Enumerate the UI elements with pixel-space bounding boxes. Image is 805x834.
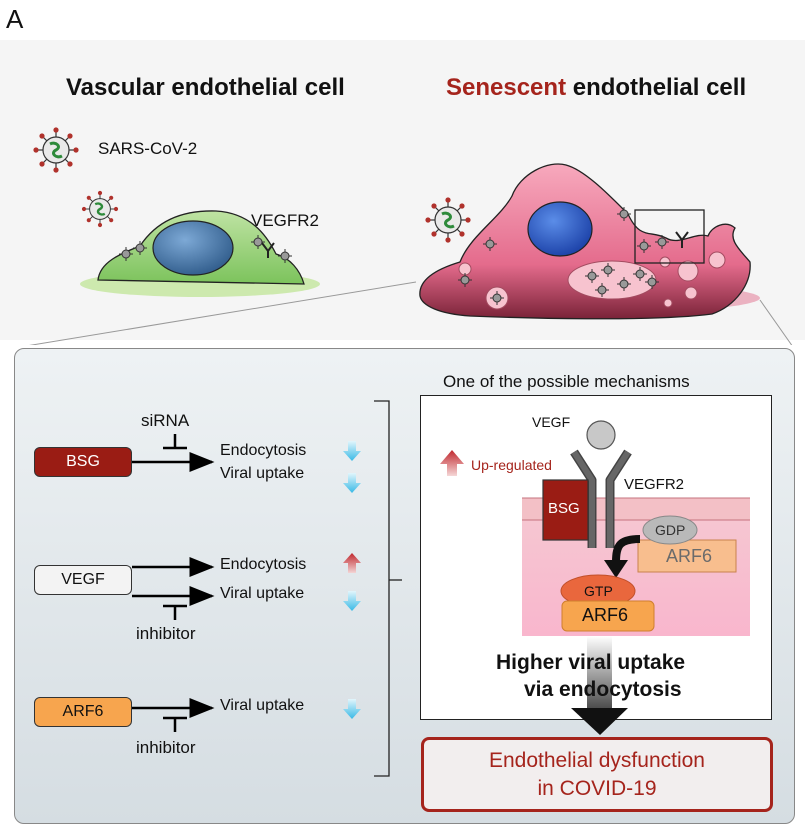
- bsg-viral-uptake-label: Viral uptake: [220, 465, 305, 482]
- result-text-line1: Higher viral uptake: [496, 651, 686, 674]
- senescent-title-rest: endothelial cell: [566, 74, 747, 101]
- result-text-line2: via endocytosis: [524, 678, 682, 701]
- outcome-box: Endothelial dysfunction in COVID-19: [421, 737, 773, 812]
- arf6-viral-uptake-label: Viral uptake: [220, 697, 305, 714]
- cell-illustration: [29, 125, 793, 345]
- normal-cell-title: Vascular endothelial cell: [66, 74, 345, 101]
- vegf-viral-uptake-label: Viral uptake: [220, 585, 305, 602]
- arf6-inactive-label: ARF6: [666, 546, 713, 566]
- mechanism-heading: One of the possible mechanisms: [443, 372, 690, 391]
- vegfr2-label: VEGFR2: [624, 476, 685, 493]
- outcome-line2: in COVID-19: [537, 776, 657, 800]
- vegf-endocytosis-label: Endocytosis: [220, 556, 307, 573]
- arf6-active-label: ARF6: [582, 605, 629, 625]
- vegf-inhibitor-label: inhibitor: [136, 624, 196, 643]
- sirna-label: siRNA: [141, 411, 190, 430]
- bsg-protein-label: BSG: [548, 500, 580, 517]
- senescent-word: Senescent: [446, 74, 567, 101]
- gdp-label: GDP: [655, 522, 686, 538]
- receptor-label: VEGFR2: [251, 211, 320, 230]
- virus-label: SARS-CoV-2: [98, 139, 198, 158]
- senescent-cell-title: Senescent endothelial cell: [446, 74, 746, 102]
- bsg-box: BSG: [34, 447, 132, 477]
- bsg-endocytosis-label: Endocytosis: [220, 442, 307, 459]
- outcome-line1: Endothelial dysfunction: [489, 748, 705, 772]
- vegf-box: VEGF: [34, 565, 132, 595]
- panel-letter: A: [6, 4, 24, 34]
- arf6-inhibitor-label: inhibitor: [136, 738, 196, 757]
- gtp-label: GTP: [584, 583, 613, 599]
- vegf-ligand-label: VEGF: [532, 414, 571, 430]
- up-regulated-legend: Up-regulated: [471, 457, 552, 473]
- arf6-box: ARF6: [34, 697, 132, 727]
